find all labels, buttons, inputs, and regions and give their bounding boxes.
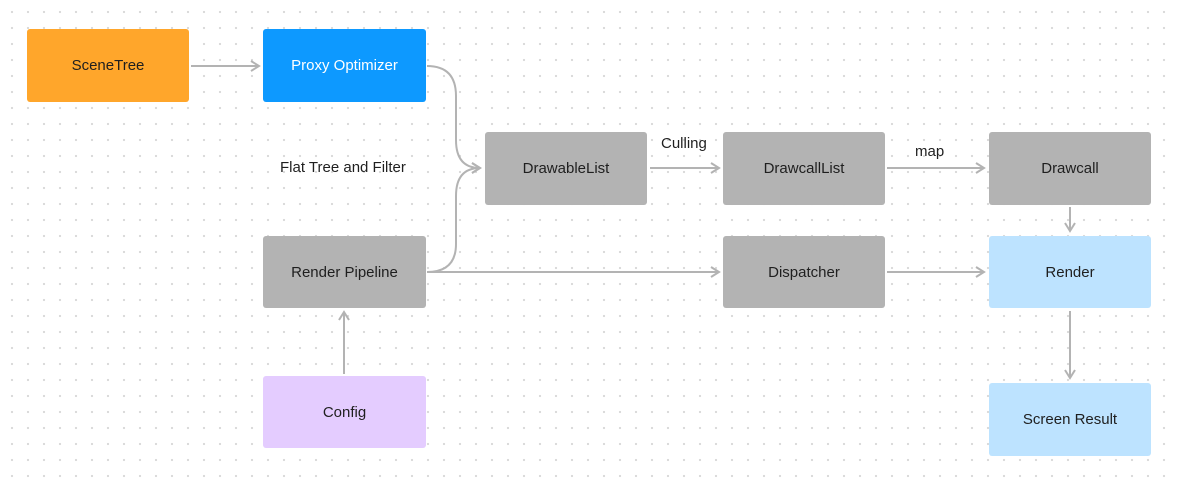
screen-result-label: Screen Result [1022, 411, 1118, 428]
render-node[interactable]: Render [989, 236, 1151, 308]
screen-result-node[interactable]: Screen Result [989, 383, 1151, 456]
render-pipeline-node[interactable]: Render Pipeline [263, 236, 426, 308]
drawablelist-node[interactable]: DrawableList [485, 132, 647, 205]
config-node[interactable]: Config [263, 376, 426, 448]
drawcalllist-label: DrawcallList [763, 160, 845, 177]
edge-render-pipeline-to-drawablelist [426, 162, 482, 273]
drawcall-label: Drawcall [1041, 160, 1099, 177]
culling-label: Culling [661, 135, 707, 152]
drawablelist-label: DrawableList [522, 160, 610, 177]
drawcall-node[interactable]: Drawcall [989, 132, 1151, 205]
dispatcher-node[interactable]: Dispatcher [723, 236, 885, 308]
proxy-optimizer-node[interactable]: Proxy Optimizer [263, 29, 426, 102]
dispatcher-label: Dispatcher [768, 263, 840, 281]
config-label: Config [322, 403, 367, 421]
render-label: Render [1045, 263, 1095, 281]
edge-proxy-optimizer-to-drawablelist [426, 65, 482, 174]
proxy-optimizer-label: Proxy Optimizer [291, 57, 398, 74]
render-pipeline-label: Render Pipeline [291, 263, 398, 281]
scenetree-node[interactable]: SceneTree [27, 29, 189, 102]
drawcalllist-node[interactable]: DrawcallList [723, 132, 885, 205]
map-label: map [915, 143, 945, 160]
scenetree-label: SceneTree [71, 57, 145, 74]
flat-tree-filter-label: Flat Tree and Filter [280, 159, 406, 176]
